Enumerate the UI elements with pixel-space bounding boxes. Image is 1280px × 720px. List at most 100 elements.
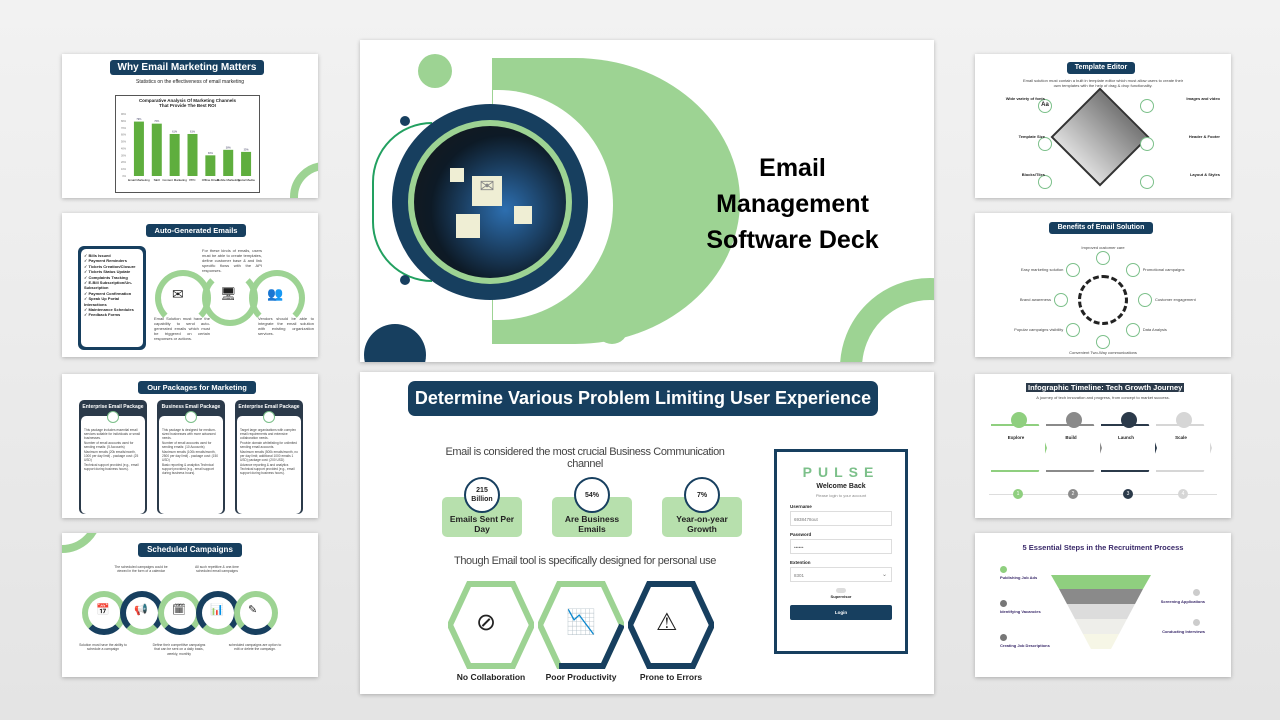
list-item-label: Tickets Creation/Closure xyxy=(88,263,136,269)
welcome-subtext: Please login to your account xyxy=(815,493,867,498)
slide-title: Scheduled Campaigns xyxy=(138,543,242,557)
check-icon: ✓ xyxy=(84,269,89,275)
x-tick-label: SEO xyxy=(154,178,161,182)
feature-title: Blocks/Tiles xyxy=(1021,172,1045,177)
computer-icon: 🖥 xyxy=(220,286,237,301)
slide-template-editor[interactable]: Template Editor Email solution must cont… xyxy=(975,54,1231,198)
step-ring xyxy=(234,591,278,635)
stat-value: 7% xyxy=(684,477,720,513)
data-label: 35% xyxy=(244,148,250,151)
login-button[interactable]: Login xyxy=(790,605,892,620)
extension-select[interactable]: 8301⌄ xyxy=(790,567,892,582)
step-note: All such repetitive & one-time scheduled… xyxy=(195,565,239,574)
y-tick-label: 40% xyxy=(121,147,127,150)
intro-text: Email is considered the most crucial Bus… xyxy=(445,446,725,470)
bar xyxy=(133,121,144,176)
dashboard-icon: 📊 xyxy=(210,604,224,616)
slide-title: Template Editor xyxy=(1067,62,1135,74)
feature-icon xyxy=(1140,99,1154,113)
feature-icon xyxy=(1140,175,1154,189)
package-point: Target large organizations with complex … xyxy=(240,428,296,440)
package-icon xyxy=(107,411,119,423)
slide-title: Benefits of Email Solution xyxy=(1049,222,1153,234)
slide-recruitment[interactable]: 5 Essential Steps in the Recruitment Pro… xyxy=(975,533,1231,677)
step-shape xyxy=(991,424,1047,472)
benefit-label: Brand awareness xyxy=(1019,297,1051,302)
slide-benefits[interactable]: Benefits of Email Solution Improved cust… xyxy=(975,213,1231,357)
password-input[interactable]: •••••• xyxy=(790,539,892,554)
slide-auto-generated-emails[interactable]: Auto-Generated Emails ✓ Bills Issued✓ Pa… xyxy=(62,213,318,357)
step-name: Build xyxy=(1065,435,1077,440)
username-input[interactable]: 6938478out xyxy=(790,511,892,526)
step-shape xyxy=(1156,424,1212,472)
stat-value: 215 Billion xyxy=(464,477,500,513)
username-label: Username xyxy=(790,504,812,509)
feature-icon: Aa xyxy=(1038,99,1052,113)
data-label: 61% xyxy=(172,130,178,133)
step-title: Conducting Interviews xyxy=(1162,629,1205,634)
text-top: For these kinds of emails, users must be… xyxy=(202,248,262,273)
slide-title: Determine Various Problem Limiting User … xyxy=(408,381,878,416)
slide-timeline[interactable]: Infographic Timeline: Tech Growth Journe… xyxy=(975,374,1231,518)
decorative-arc xyxy=(840,278,934,362)
step-number: 4 xyxy=(1178,489,1188,499)
x-tick-label: Email Marketing xyxy=(128,178,150,182)
step-dot xyxy=(1000,634,1007,641)
slide-title: Infographic Timeline: Tech Growth Journe… xyxy=(1026,383,1185,392)
step-icon xyxy=(1066,412,1082,428)
slide-title-email-management[interactable]: ✉ Email Management Software Deck xyxy=(360,40,934,362)
package-point: Technical support provided (e.g., email … xyxy=(84,463,139,471)
benefit-icon xyxy=(1125,263,1140,278)
dot xyxy=(400,275,410,285)
step-title: Publishing Job Ads xyxy=(1000,575,1038,580)
arc xyxy=(249,270,305,326)
package-body: This package includes essential email se… xyxy=(81,411,145,514)
list-item-label: Payment Reminders xyxy=(88,258,127,264)
benefit-label: Improved customer care xyxy=(1081,245,1125,250)
envelope-icon xyxy=(456,214,480,238)
list-item-label: Payment Confirmation xyxy=(88,290,132,296)
slide-title: Our Packages for Marketing xyxy=(138,381,256,394)
slide-title: 5 Essential Steps in the Recruitment Pro… xyxy=(1022,543,1184,552)
problem-label: No Collaboration xyxy=(456,672,526,682)
supervisor-toggle[interactable] xyxy=(836,588,846,593)
y-tick-label: 10% xyxy=(121,168,127,171)
decorative-arc xyxy=(62,533,102,553)
package-name: Enterprise Email Package xyxy=(82,404,144,410)
slide-title: Why Email Marketing Matters xyxy=(110,60,264,75)
problem-hexagon xyxy=(536,580,626,670)
deck-title: Email Management Software Deck xyxy=(706,154,879,254)
slide-scheduled-campaigns[interactable]: Scheduled Campaigns 📅Solution must have … xyxy=(62,533,318,677)
slide-problems[interactable]: Determine Various Problem Limiting User … xyxy=(360,372,934,694)
list-item: ✓ Complaints Tracking xyxy=(84,275,140,280)
step-note: Solution must have the ability to schedu… xyxy=(79,643,127,652)
benefit-label: Easy marketing solution xyxy=(1020,267,1064,273)
problem-label: Poor Productivity xyxy=(545,672,617,682)
package-point: Maximum emails (20k emails/month, 1000 p… xyxy=(84,450,139,462)
package-point: Number of email accounts used for sendin… xyxy=(162,441,212,449)
list-item-label: Complaints Tracking xyxy=(88,274,128,280)
list-item: ✓ Tickets Status Update xyxy=(84,269,140,274)
email-hero-image: ✉ xyxy=(414,126,566,278)
no-collaboration-icon: ⊘ xyxy=(476,609,497,636)
y-tick-label: 50% xyxy=(121,141,127,144)
slide-packages[interactable]: Our Packages for Marketing Enterprise Em… xyxy=(62,374,318,518)
bar xyxy=(169,133,180,176)
slide-why-email-marketing[interactable]: Why Email Marketing Matters Statistics o… xyxy=(62,54,318,198)
editor-image xyxy=(1050,87,1150,187)
package-name: Business Email Package xyxy=(161,404,221,410)
package-point: Maximum emails (100k emails/month, 2500 … xyxy=(162,450,218,462)
decorative-dot xyxy=(364,324,426,362)
extension-label: Extention xyxy=(790,560,811,565)
x-tick-label: Social Media xyxy=(237,178,255,182)
benefit-label: Customer engagement xyxy=(1155,297,1196,302)
decorative-dot xyxy=(596,312,628,344)
benefit-label: Convenient Two-Way communications xyxy=(1069,350,1137,355)
data-label: 76% xyxy=(154,120,160,123)
slide-desc: Email solution must contain a built in t… xyxy=(1022,78,1184,88)
bar-chart: 0%10%20%30%40%50%60%70%80%90%79%Email Ma… xyxy=(121,113,255,182)
data-label: 38% xyxy=(226,146,232,149)
